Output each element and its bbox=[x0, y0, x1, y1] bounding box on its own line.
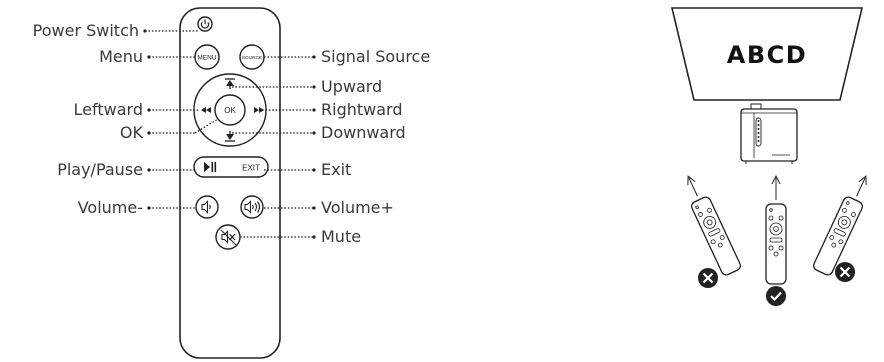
label-power-switch: Power Switch bbox=[32, 21, 139, 40]
menu-button[interactable]: MENU bbox=[194, 44, 220, 70]
label-play-pause: Play/Pause bbox=[57, 160, 143, 179]
menu-button-label: MENU bbox=[197, 55, 216, 62]
ok-button-label[interactable]: OK bbox=[224, 106, 236, 115]
label-mute: Mute bbox=[321, 227, 362, 246]
down-arrow-icon[interactable] bbox=[225, 131, 235, 142]
remote-body bbox=[179, 7, 281, 359]
play-exit-pill bbox=[193, 156, 269, 178]
x-circle-icon bbox=[698, 268, 718, 288]
label-upward: Upward bbox=[321, 77, 383, 96]
projector bbox=[740, 103, 798, 164]
leader-endpoints bbox=[143, 29, 316, 239]
x-circle-icon bbox=[835, 262, 855, 282]
label-rightward: Rightward bbox=[321, 100, 403, 119]
right-arrow-icon[interactable] bbox=[254, 107, 264, 113]
label-volume-minus: Volume- bbox=[77, 198, 143, 217]
label-leftward: Leftward bbox=[73, 100, 143, 119]
power-icon bbox=[200, 19, 210, 29]
remote-left-wrong bbox=[687, 175, 741, 276]
projection-screen bbox=[670, 7, 864, 101]
label-downward: Downward bbox=[321, 123, 406, 142]
volume-down-button[interactable] bbox=[195, 195, 219, 219]
mute-icon bbox=[220, 229, 237, 246]
label-menu: Menu bbox=[99, 47, 143, 66]
check-circle-icon bbox=[766, 286, 786, 306]
up-arrow-icon[interactable] bbox=[225, 78, 235, 89]
screen-text: ABCD bbox=[727, 41, 807, 69]
remote-right-wrong bbox=[813, 175, 867, 276]
exit-button-label[interactable]: EXIT bbox=[242, 164, 260, 173]
source-button[interactable]: SOURCE bbox=[239, 44, 265, 70]
remote-center-correct bbox=[765, 174, 787, 285]
source-button-label: SOURCE bbox=[242, 55, 263, 61]
label-ok: OK bbox=[119, 123, 143, 142]
label-signal-source: Signal Source bbox=[321, 47, 431, 66]
volume-up-icon bbox=[244, 200, 261, 214]
volume-up-button[interactable] bbox=[240, 195, 264, 219]
label-exit: Exit bbox=[321, 160, 352, 179]
power-button[interactable] bbox=[197, 16, 213, 32]
mute-button[interactable] bbox=[215, 224, 241, 250]
left-arrow-icon[interactable] bbox=[201, 107, 211, 113]
label-volume-plus: Volume+ bbox=[321, 198, 394, 217]
leader-lines bbox=[145, 30, 314, 238]
play-pause-icon[interactable] bbox=[204, 162, 217, 172]
volume-down-icon bbox=[201, 200, 211, 214]
